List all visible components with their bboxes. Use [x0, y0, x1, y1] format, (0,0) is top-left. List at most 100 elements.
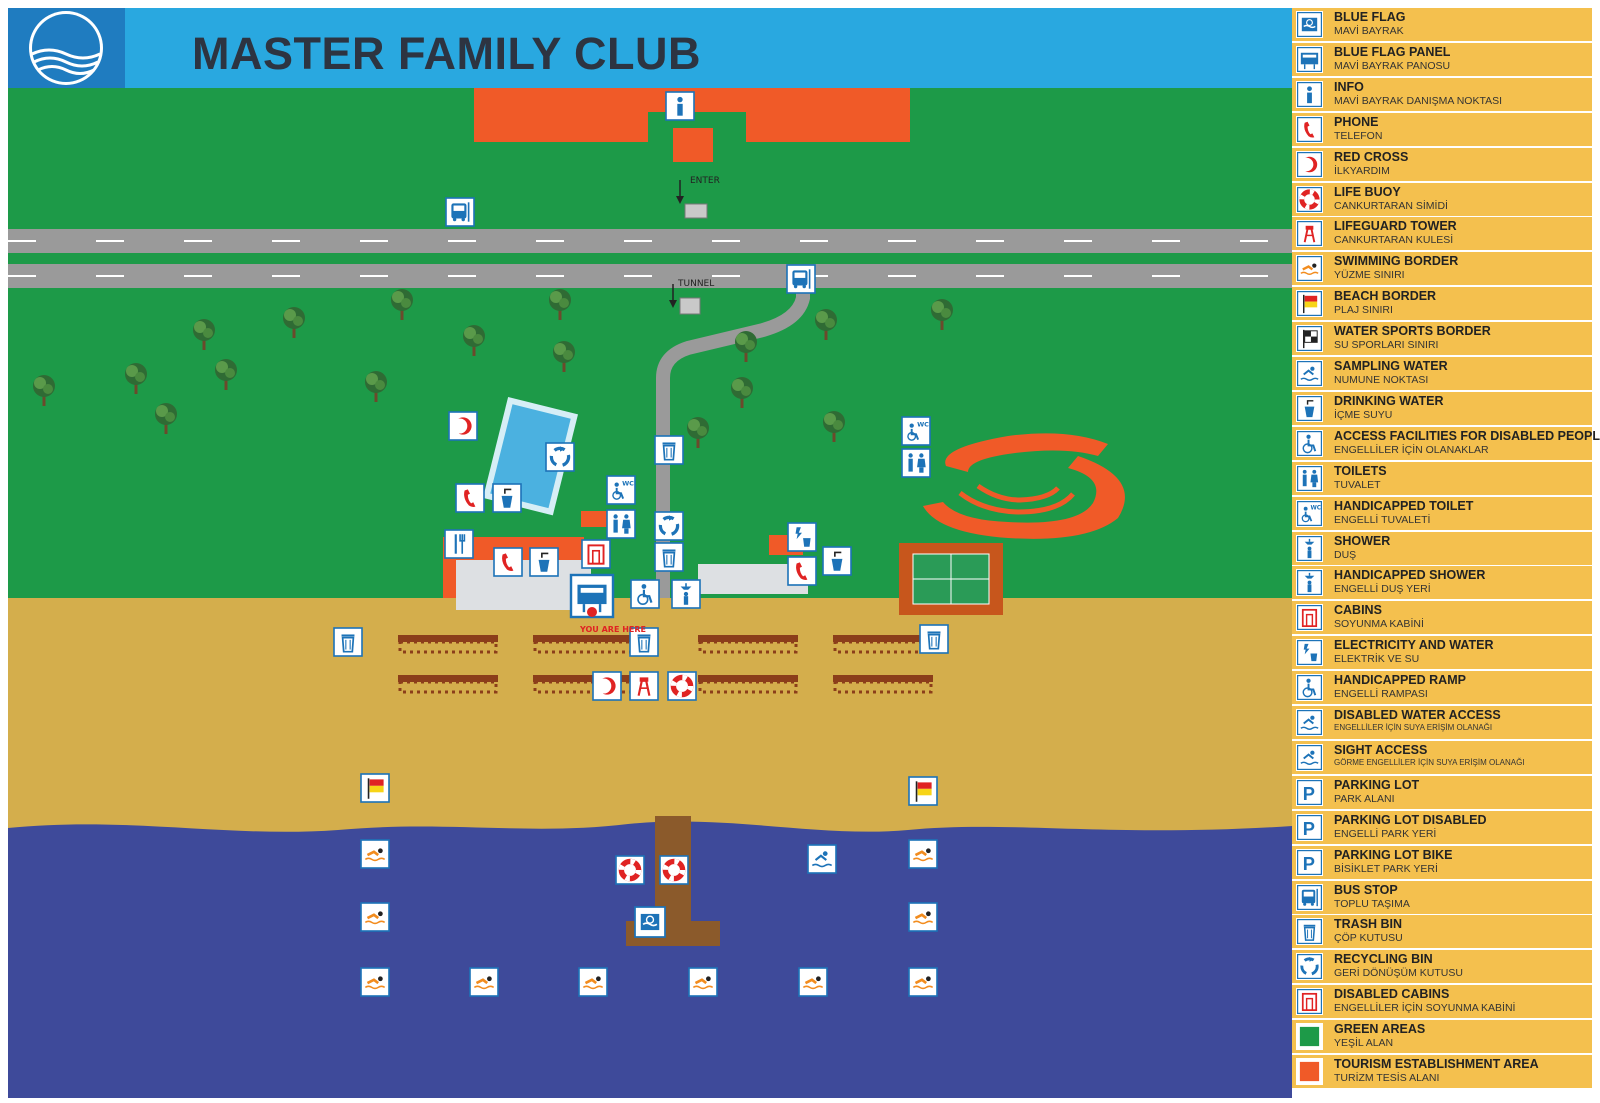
toilets-icon	[901, 448, 931, 478]
disabled-water-access-icon	[807, 844, 837, 874]
legend-item-title: PARKING LOT DISABLED	[1334, 812, 1487, 827]
enter-arrow-icon	[676, 180, 708, 219]
legend-item-subtitle: MAVİ BAYRAK	[1334, 25, 1404, 37]
header-bar	[8, 8, 1292, 88]
checkered-flag-icon	[1296, 325, 1323, 353]
beach-flag-icon	[908, 776, 938, 806]
legend-item-title: PARKING LOT BIKE	[1334, 847, 1453, 862]
legend-item-title: LIFEGUARD TOWER	[1334, 219, 1457, 234]
legend-item-subtitle: ENGELLİ RAMPASI	[1334, 688, 1428, 701]
legend-item-title: SIGHT ACCESS	[1334, 742, 1428, 757]
svg-text:P: P	[1303, 818, 1315, 839]
red-crescent-icon	[1296, 150, 1323, 178]
swimmer-icon	[908, 967, 938, 997]
legend-item-subtitle: TUVALET	[1334, 478, 1381, 491]
swimmer-icon	[578, 967, 608, 997]
beach-flag-icon	[1296, 290, 1323, 318]
legend-item-subtitle: ENGELLİ DUŞ YERİ	[1334, 583, 1431, 596]
legend-item-subtitle: ENGELLİLER İÇİN OLANAKLAR	[1334, 443, 1489, 456]
legend-item-title: TOILETS	[1334, 463, 1387, 478]
bus-stop-icon	[1296, 883, 1323, 911]
legend-item-title: BEACH BORDER	[1334, 289, 1437, 304]
trash-bin-icon	[1296, 918, 1323, 946]
tree-icon	[391, 289, 413, 320]
legend-item-subtitle: CANKURTARAN SİMİDİ	[1334, 199, 1448, 212]
legend-item-subtitle: PARK ALANI	[1334, 792, 1395, 805]
tree-icon	[365, 371, 387, 402]
blue-flag-icon	[634, 906, 666, 938]
legend-item-title: TRASH BIN	[1334, 917, 1403, 932]
blue-flag-logo-icon	[29, 11, 103, 85]
electricity-water-icon	[787, 522, 817, 552]
sea-area	[8, 821, 1292, 1098]
info-icon	[665, 91, 695, 121]
legend-item-subtitle: SU SPORLARI SINIRI	[1334, 339, 1439, 352]
phone-icon	[455, 483, 485, 513]
legend-item-title: LIFE BUOY	[1334, 184, 1401, 199]
parking-bike-icon: P	[1296, 848, 1323, 876]
blue-flag-panel-icon	[1296, 45, 1323, 73]
legend-item-title: HANDICAPPED RAMP	[1334, 673, 1466, 688]
ramp-icon	[630, 579, 660, 609]
tree-icon	[463, 325, 485, 356]
tree-icon	[731, 377, 753, 408]
swimmer-icon	[360, 902, 390, 932]
you-are-here-marker	[587, 607, 597, 617]
legend-item-subtitle: NUMUNE NOKTASI	[1334, 374, 1429, 386]
amphitheatre	[923, 433, 1125, 539]
legend-item-subtitle: MAVİ BAYRAK PANOSU	[1334, 59, 1451, 72]
phone-icon	[787, 556, 817, 586]
swimmer-icon	[469, 967, 499, 997]
swimmer-icon	[360, 839, 390, 869]
legend-item-title: PHONE	[1334, 114, 1379, 129]
swimmer-icon	[688, 967, 718, 997]
tunnel-arrow-icon	[669, 284, 701, 315]
tree-icon	[215, 359, 237, 390]
bus-stop-icon	[445, 197, 475, 227]
ramp-icon	[1296, 674, 1323, 702]
parking-icon: P	[1296, 778, 1323, 806]
legend-item-title: RECYCLING BIN	[1334, 952, 1433, 967]
drinking-water-icon	[492, 483, 522, 513]
parking-disabled-icon: P	[1296, 813, 1323, 841]
bus-stop-icon	[786, 264, 816, 294]
tree-icon	[553, 341, 575, 372]
recycling-icon	[1296, 953, 1323, 981]
svg-text:P: P	[1303, 853, 1315, 874]
wheelchair-wc-icon: WC	[901, 416, 931, 446]
legend-item-subtitle: TELEFON	[1334, 129, 1383, 142]
drinking-water-icon	[822, 546, 852, 576]
legend-item-title: INFO	[1334, 79, 1364, 94]
toilets-icon	[1296, 464, 1323, 492]
hotel-building	[474, 88, 910, 142]
swimmer-icon	[360, 967, 390, 997]
legend-item-title: DISABLED WATER ACCESS	[1334, 708, 1501, 722]
lounger-row	[698, 635, 798, 654]
green-area	[8, 88, 1292, 608]
enter-label: ENTER	[690, 176, 720, 186]
recycling-icon	[654, 511, 684, 541]
handicapped-shower-icon	[1296, 569, 1323, 597]
trash-bin-icon	[629, 627, 659, 657]
legend-item-subtitle: DUŞ	[1334, 548, 1357, 561]
legend-item-subtitle: ENGELLİ TUVALETİ	[1334, 513, 1431, 526]
legend-item-title: TOURISM ESTABLISHMENT AREA	[1334, 1057, 1539, 1071]
legend-item-title: SHOWER	[1334, 533, 1391, 548]
cabin-icon	[1296, 604, 1323, 632]
beach-flag-icon	[360, 773, 390, 803]
